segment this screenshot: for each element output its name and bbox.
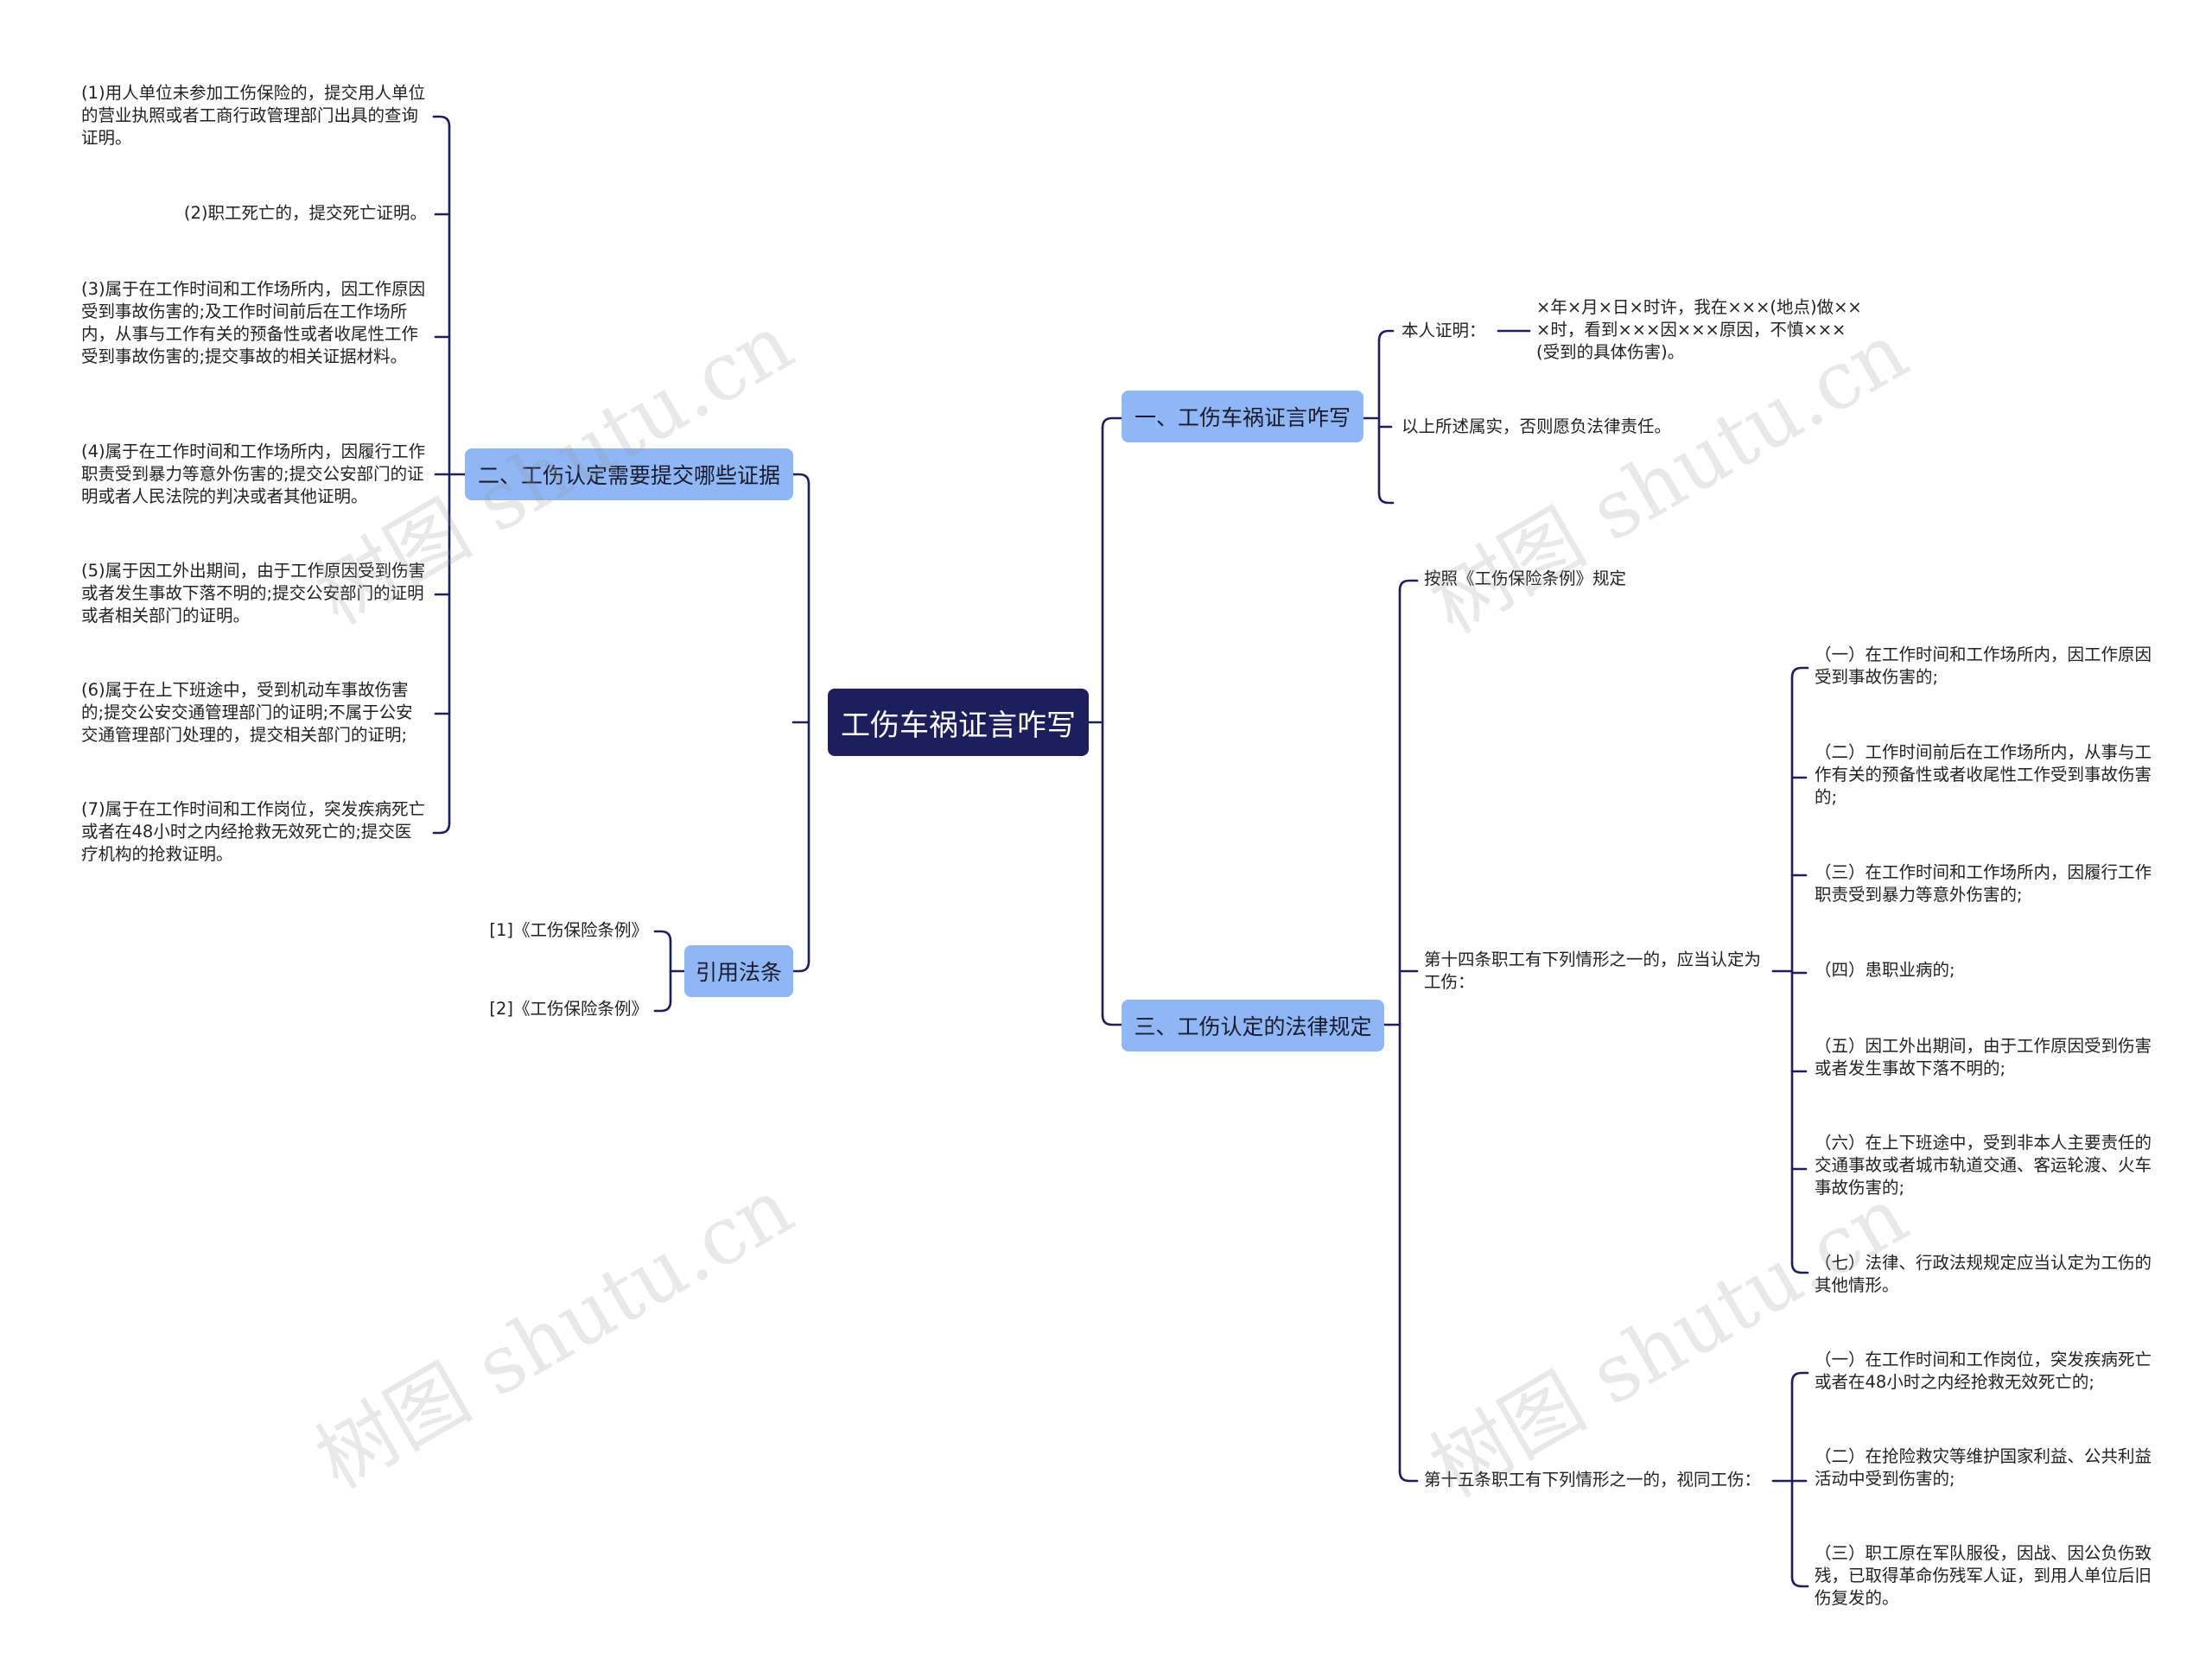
article-14-item: （二）工作时间前后在工作场所内，从事与工作有关的预备性或者收尾性工作受到事故伤害… <box>1815 742 2152 807</box>
article-14-item: （三）在工作时间和工作场所内，因履行工作职责受到暴力等意外伤害的; <box>1815 862 2152 905</box>
closing-statement: 以上所述属实，否则愿负法律责任。 <box>1402 416 1672 436</box>
personal-proof-label: 本人证明： <box>1402 321 1486 340</box>
article-14-item: （一）在工作时间和工作场所内，因工作原因受到事故伤害的; <box>1815 645 2152 687</box>
evidence-item: (6)属于在上下班途中，受到机动车事故伤害的;提交公安交通管理部门的证明;不属于… <box>81 680 413 745</box>
article-14-item: （七）法律、行政法规规定应当认定为工伤的其他情形。 <box>1815 1253 2152 1295</box>
article-15-item: （二）在抢险救灾等维护国家利益、公共利益活动中受到伤害的; <box>1815 1446 2152 1489</box>
legal-basis: 按照《工伤保险条例》规定 <box>1424 569 1627 588</box>
evidence-item: (7)属于在工作时间和工作岗位，突发疾病死亡或者在48小时之内经抢救无效死亡的;… <box>81 799 426 864</box>
branch-testimony-label: 一、工伤车祸证言咋写 <box>1134 405 1351 430</box>
article-14-label: 第十四条职工有下列情形之一的，应当认定为工伤： <box>1424 950 1762 992</box>
branch-evidence[interactable]: 二、工伤认定需要提交哪些证据 <box>465 448 793 500</box>
ref-item: [2]《工伤保险条例》 <box>489 999 648 1019</box>
evidence-item: (2)职工死亡的，提交死亡证明。 <box>183 203 427 223</box>
article-14-item: （五）因工外出期间，由于工作原因受到伤害或者发生事故下落不明的; <box>1815 1036 2152 1078</box>
article-15-item: （一）在工作时间和工作岗位，突发疾病死亡或者在48小时之内经抢救无效死亡的; <box>1815 1350 2152 1392</box>
article-14-item: （四）患职业病的; <box>1815 960 1955 980</box>
root-topic-label: 工伤车祸证言咋写 <box>841 708 1076 743</box>
article-15-item: （三）职工原在军队服役，因战、因公负伤致残，已取得革命伤残军人证，到用人单位后旧… <box>1815 1543 2152 1608</box>
evidence-item: (1)用人单位未参加工伤保险的，提交用人单位的营业执照或者工商行政管理部门出具的… <box>81 83 426 148</box>
root-topic[interactable]: 工伤车祸证言咋写 <box>828 689 1089 756</box>
personal-proof-text: ×年×月×日×时许，我在×××(地点)做×××时，看到×××因×××原因，不慎×… <box>1536 297 1862 362</box>
branch-evidence-label: 二、工伤认定需要提交哪些证据 <box>477 463 780 488</box>
ref-item: [1]《工伤保险条例》 <box>489 920 648 940</box>
evidence-item: (4)属于在工作时间和工作场所内，因履行工作职责受到暴力等意外伤害的;提交公安部… <box>81 442 426 506</box>
branch-refs-label: 引用法条 <box>695 960 782 985</box>
evidence-item: (5)属于因工外出期间，由于工作原因受到伤害或者发生事故下落不明的;提交公安部门… <box>81 561 426 626</box>
article-15-label: 第十五条职工有下列情形之一的，视同工伤： <box>1424 1470 1762 1490</box>
branch-refs[interactable]: 引用法条 <box>684 945 793 997</box>
branch-legal-label: 三、工伤认定的法律规定 <box>1134 1014 1372 1039</box>
article-14-item: （六）在上下班途中，受到非本人主要责任的交通事故或者城市轨道交通、客运轮渡、火车… <box>1815 1133 2152 1198</box>
branch-legal[interactable]: 三、工伤认定的法律规定 <box>1122 1000 1384 1052</box>
branch-testimony[interactable]: 一、工伤车祸证言咋写 <box>1122 391 1363 442</box>
evidence-item: (3)属于在工作时间和工作场所内，因工作原因受到事故伤害的;及工作时间前后在工作… <box>81 279 426 366</box>
